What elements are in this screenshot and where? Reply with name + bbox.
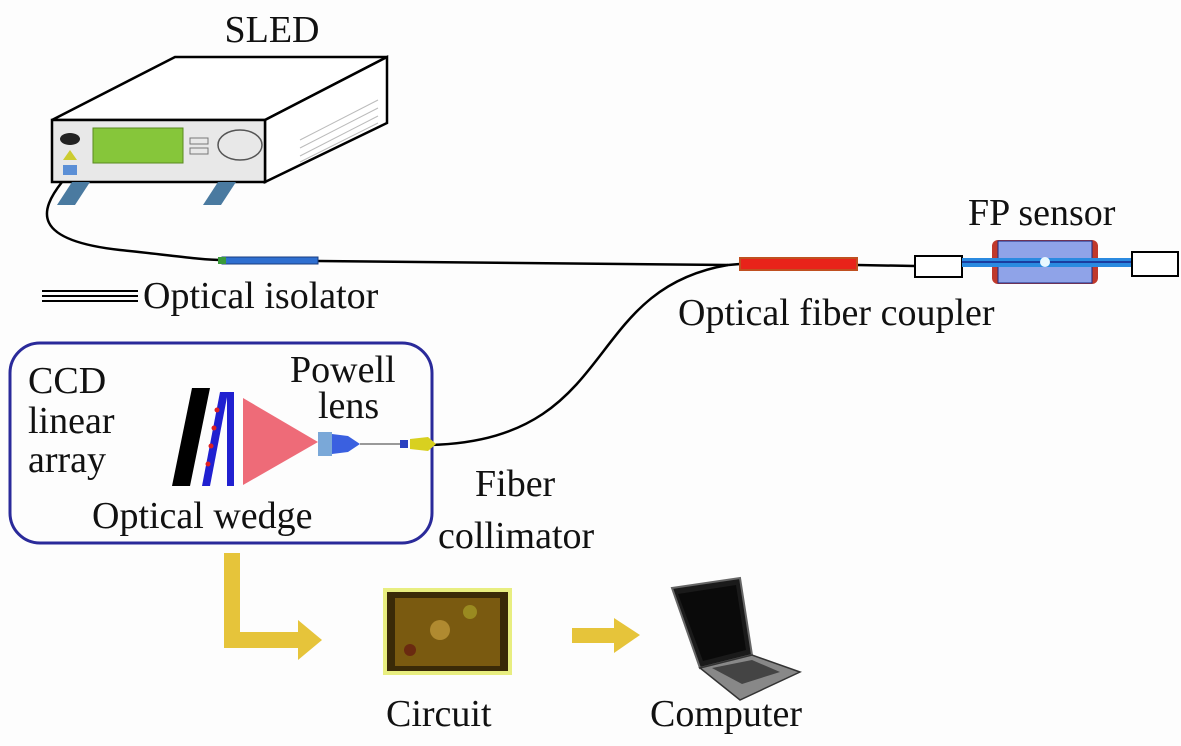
ccd-label-line1: CCD bbox=[28, 360, 106, 402]
optical-fiber-coupler bbox=[739, 257, 858, 271]
powell-lens-label-line1: Powell bbox=[290, 349, 396, 391]
fiber-collimator-label-line2: collimator bbox=[438, 515, 595, 557]
computer-label: Computer bbox=[650, 693, 802, 735]
arrow-to-circuit bbox=[224, 553, 300, 648]
fiber-collimator bbox=[400, 437, 436, 451]
fp-sensor-label: FP sensor bbox=[968, 192, 1116, 234]
ccd-label-line3: array bbox=[28, 439, 106, 481]
optical-fiber-coupler-label: Optical fiber coupler bbox=[678, 292, 995, 334]
optical-wedge bbox=[202, 392, 234, 486]
fiber-coupler-to-collimator bbox=[429, 263, 729, 447]
fp-sensor bbox=[914, 240, 1179, 284]
ccd-label-line2: linear bbox=[28, 400, 115, 442]
sled-power-icon bbox=[60, 133, 80, 145]
circuit-label: Circuit bbox=[386, 693, 492, 735]
sled-label: SLED bbox=[225, 9, 320, 51]
computer-laptop-icon bbox=[670, 576, 802, 701]
sled-warning-icon bbox=[63, 150, 77, 160]
optical-isolator-label: Optical isolator bbox=[143, 275, 379, 317]
sled-display bbox=[92, 127, 184, 164]
sled-port-icon bbox=[63, 165, 77, 175]
optical-wedge-label: Optical wedge bbox=[92, 495, 313, 537]
sled-fiber bbox=[45, 181, 223, 262]
sled-knob bbox=[217, 129, 263, 161]
optical-isolator bbox=[221, 256, 319, 265]
prism bbox=[243, 398, 318, 485]
ccd-linear-array bbox=[172, 388, 210, 486]
isolator-legend-lines bbox=[42, 290, 138, 302]
sled-device bbox=[50, 54, 389, 205]
powell-lens-label-line2: lens bbox=[318, 385, 379, 427]
powell-lens bbox=[318, 432, 360, 456]
arrow-to-computer bbox=[572, 628, 616, 643]
circuit-image bbox=[383, 588, 512, 675]
fiber-isolator-to-coupler bbox=[317, 259, 729, 267]
fiber-collimator-label-line1: Fiber bbox=[475, 463, 556, 505]
